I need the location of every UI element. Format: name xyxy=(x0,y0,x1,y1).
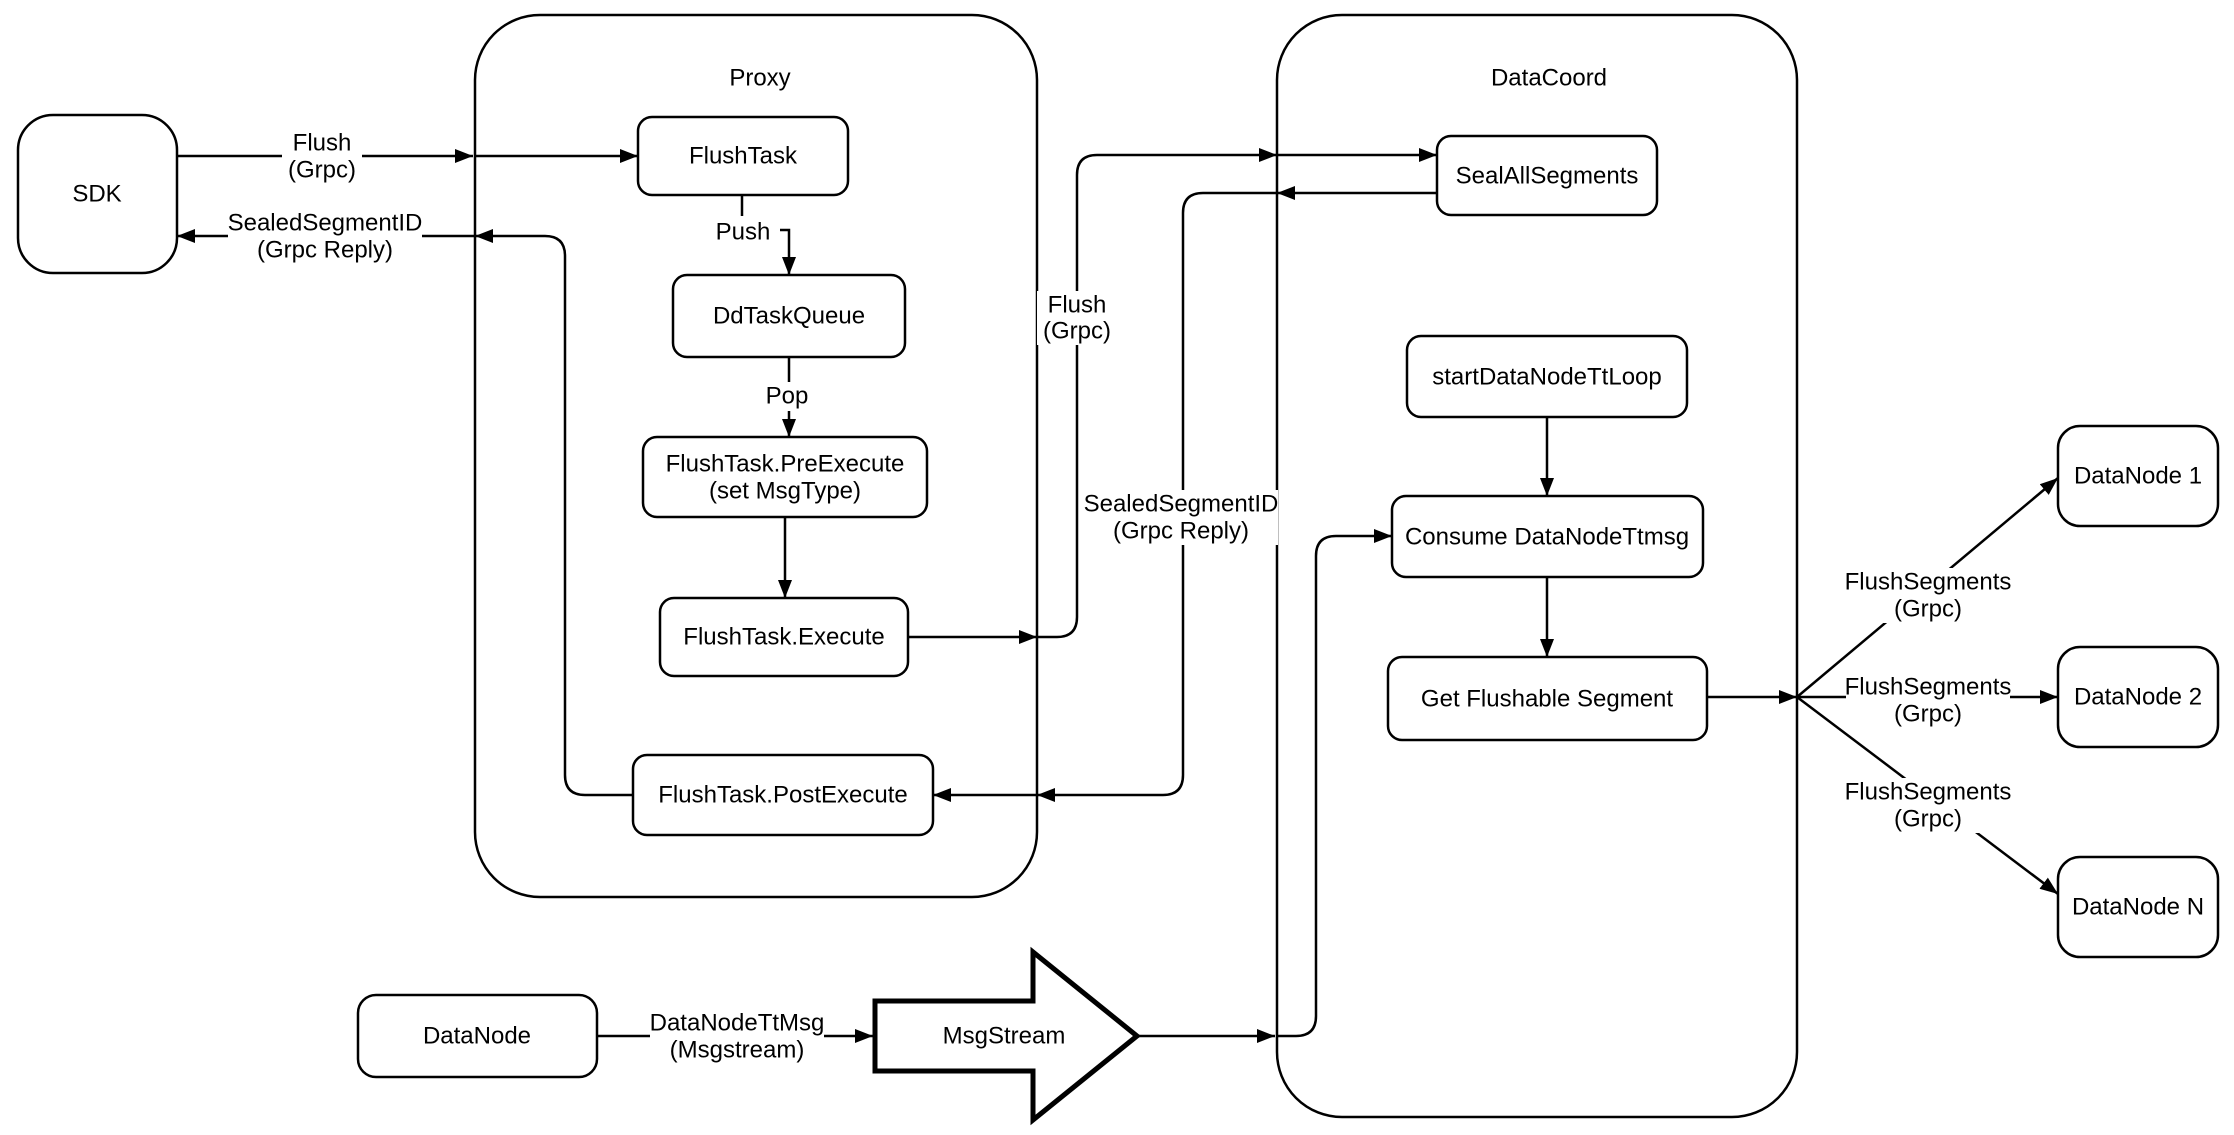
svg-text:FlushTask.PostExecute: FlushTask.PostExecute xyxy=(658,782,907,809)
label-pop: Pop xyxy=(763,382,811,411)
svg-text:(Grpc): (Grpc) xyxy=(1894,806,1962,833)
svg-text:(Grpc): (Grpc) xyxy=(1043,318,1111,345)
node-ddtaskqueue: DdTaskQueue xyxy=(671,273,907,359)
label-push: Push xyxy=(710,216,780,248)
label-sealedsegmentid-datacoord: SealedSegmentID (Grpc Reply) xyxy=(1084,490,1279,545)
svg-text:FlushTask.PreExecute: FlushTask.PreExecute xyxy=(666,451,905,478)
label-flush-grpc-sdk: Flush (Grpc) xyxy=(282,129,362,184)
svg-text:Consume DataNodeTtmsg: Consume DataNodeTtmsg xyxy=(1405,524,1689,551)
label-flushsegments-1: FlushSegments (Grpc) xyxy=(1845,568,2012,623)
datacoord-container: DataCoord xyxy=(1275,13,1799,1119)
node-get-flushable-segment: Get Flushable Segment xyxy=(1386,655,1709,742)
svg-text:DataNode N: DataNode N xyxy=(2072,894,2204,921)
svg-text:(Grpc): (Grpc) xyxy=(1894,596,1962,623)
node-flushtask: FlushTask xyxy=(636,115,850,197)
datacoord-title: DataCoord xyxy=(1491,65,1607,92)
label-flushsegments-2: FlushSegments (Grpc) xyxy=(1845,673,2012,728)
label-flushsegments-3: FlushSegments (Grpc) xyxy=(1845,778,2012,833)
node-flushtask-preexecute: FlushTask.PreExecute (set MsgType) xyxy=(641,435,929,519)
svg-text:DataNode 1: DataNode 1 xyxy=(2074,463,2202,490)
svg-text:(Grpc Reply): (Grpc Reply) xyxy=(1113,518,1249,545)
svg-text:SDK: SDK xyxy=(72,181,121,208)
svg-text:FlushSegments: FlushSegments xyxy=(1845,569,2012,596)
node-datanode-n: DataNode N xyxy=(2056,855,2220,959)
node-msgstream: MsgStream xyxy=(872,946,1141,1126)
svg-text:(Msgstream): (Msgstream) xyxy=(670,1037,805,1064)
svg-text:SealAllSegments: SealAllSegments xyxy=(1456,163,1639,190)
label-sealedsegmentid-sdk: SealedSegmentID (Grpc Reply) xyxy=(228,209,423,264)
node-sdk: SDK xyxy=(16,113,179,275)
svg-text:FlushSegments: FlushSegments xyxy=(1845,779,2012,806)
svg-text:FlushSegments: FlushSegments xyxy=(1845,674,2012,701)
node-flushtask-execute: FlushTask.Execute xyxy=(658,596,910,678)
node-flushtask-postexecute: FlushTask.PostExecute xyxy=(631,753,935,837)
svg-text:DataNode 2: DataNode 2 xyxy=(2074,684,2202,711)
svg-text:Push: Push xyxy=(716,219,771,246)
svg-text:SealedSegmentID: SealedSegmentID xyxy=(228,210,423,237)
svg-text:Pop: Pop xyxy=(766,383,809,410)
svg-text:SealedSegmentID: SealedSegmentID xyxy=(1084,491,1279,518)
svg-text:MsgStream: MsgStream xyxy=(943,1023,1066,1050)
label-flush-grpc-datacoord: Flush (Grpc) xyxy=(1037,291,1117,345)
svg-text:FlushTask.Execute: FlushTask.Execute xyxy=(683,624,884,651)
node-datanode-2: DataNode 2 xyxy=(2056,645,2220,749)
label-datanodettmsg: DataNodeTtMsg (Msgstream) xyxy=(650,1009,825,1064)
node-consume-datanodettmsg: Consume DataNodeTtmsg xyxy=(1390,494,1705,579)
node-sealallsegments: SealAllSegments xyxy=(1435,134,1659,217)
node-datanode-1: DataNode 1 xyxy=(2056,424,2220,528)
svg-text:DdTaskQueue: DdTaskQueue xyxy=(713,303,865,330)
svg-text:Get Flushable Segment: Get Flushable Segment xyxy=(1421,686,1673,713)
svg-text:FlushTask: FlushTask xyxy=(689,143,798,170)
svg-text:Flush: Flush xyxy=(293,130,352,157)
edge-flush-grpc-to-datacoord xyxy=(1037,148,1277,639)
svg-text:(Grpc): (Grpc) xyxy=(288,157,356,184)
svg-text:(set MsgType): (set MsgType) xyxy=(709,478,861,505)
edge-msgstream-to-consume xyxy=(1277,529,1392,1038)
svg-text:Flush: Flush xyxy=(1048,292,1107,319)
svg-text:DataNode: DataNode xyxy=(423,1023,531,1050)
edge-postexecute-to-proxy-edge xyxy=(475,229,633,797)
svg-text:startDataNodeTtLoop: startDataNodeTtLoop xyxy=(1432,364,1661,391)
proxy-container: Proxy xyxy=(473,13,1039,899)
proxy-title: Proxy xyxy=(729,65,790,92)
node-startdatanodettloop: startDataNodeTtLoop xyxy=(1405,334,1689,419)
msgstream-arrow-shape xyxy=(872,946,1141,1126)
node-datanode: DataNode xyxy=(356,993,599,1079)
svg-text:DataNodeTtMsg: DataNodeTtMsg xyxy=(650,1010,825,1037)
svg-text:(Grpc Reply): (Grpc Reply) xyxy=(257,237,393,264)
svg-text:(Grpc): (Grpc) xyxy=(1894,701,1962,728)
